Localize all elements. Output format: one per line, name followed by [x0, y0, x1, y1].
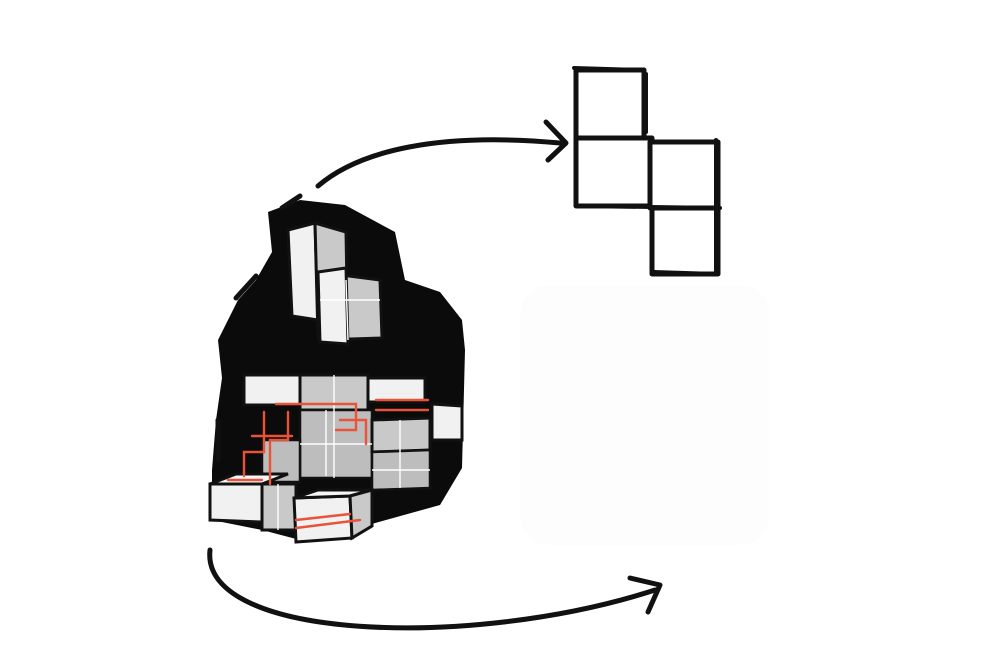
grid-cell-3 [647, 139, 721, 211]
upper-step-front [316, 266, 350, 346]
grid-shape [572, 66, 722, 277]
right-cap [430, 402, 464, 442]
top-arrow-head-icon [543, 119, 569, 163]
bottom-mid-side [348, 488, 374, 541]
grid-overdraw [572, 66, 722, 276]
top-arrow-shaft [315, 137, 563, 189]
mid-block-front-right [366, 376, 427, 404]
sketch-strokes [215, 193, 303, 463]
hidden-edges [226, 398, 430, 530]
grid-cell-1 [573, 67, 647, 141]
bottom-arrow [207, 547, 663, 631]
grid-cell-2 [573, 135, 655, 209]
block-model [208, 193, 465, 544]
bottom-left-front [208, 480, 264, 524]
cube-grid-lines [277, 375, 430, 530]
ghost-shapes [520, 285, 770, 545]
bottom-arrow-shaft [207, 547, 658, 631]
mid-block-front-left [242, 373, 302, 407]
grid-cell-4 [649, 205, 721, 277]
column-front [286, 221, 320, 322]
bottom-arrow-head-icon [627, 575, 663, 615]
bottom-left-side [260, 482, 298, 532]
top-arrow [315, 119, 569, 189]
right-step-side [370, 416, 432, 454]
